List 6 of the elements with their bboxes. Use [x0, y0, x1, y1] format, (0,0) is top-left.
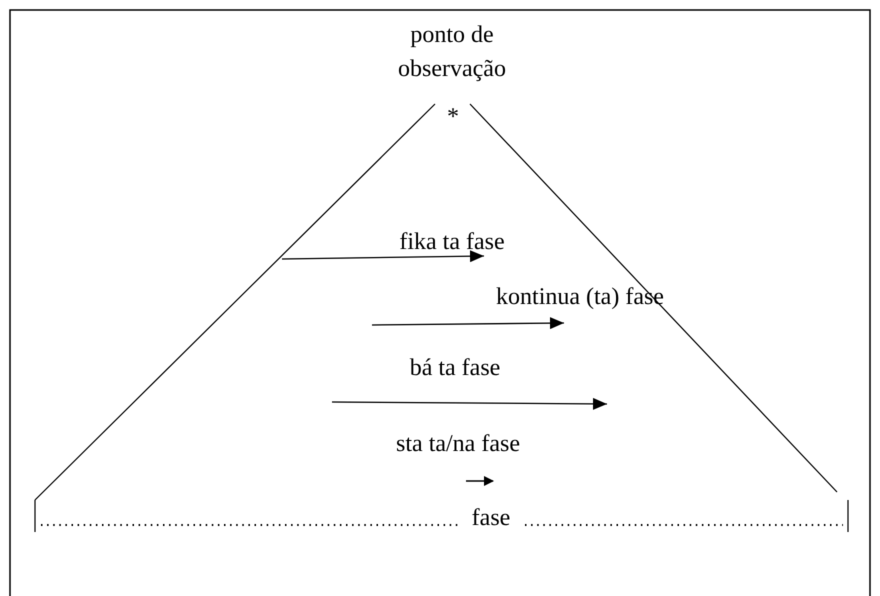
observation-point-label: ponto de observação — [397, 21, 507, 84]
phase-label: fika ta fase — [399, 228, 505, 257]
phase-label: bá ta fase — [410, 354, 500, 383]
phase-label: fase — [472, 504, 510, 533]
asterisk-mark: * — [447, 103, 459, 132]
phase-label: sta ta/na fase — [396, 430, 520, 459]
